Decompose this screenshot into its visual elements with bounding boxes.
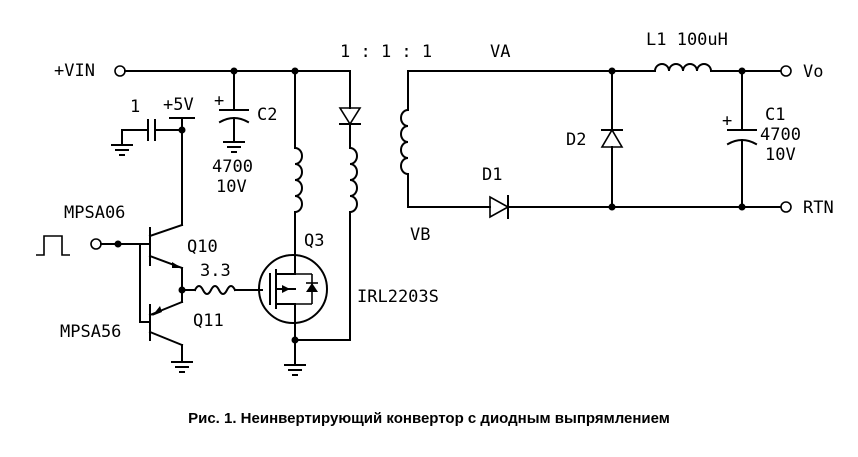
d2-diode	[600, 67, 624, 208]
svg-text:+: +	[722, 111, 732, 131]
vin-label: +VIN	[54, 61, 95, 81]
q11-transistor	[148, 267, 193, 373]
mpsa06-label: MPSA06	[64, 203, 125, 223]
q10-transistor	[148, 223, 184, 270]
rtn-label: RTN	[803, 198, 834, 218]
figure-caption: Рис. 1. Неинвертирующий конвертор с диод…	[188, 410, 670, 427]
vo-label: Vo	[803, 62, 823, 82]
input-pulse	[36, 235, 151, 323]
resistor-value-label: 3.3	[200, 261, 231, 281]
input-coupling	[111, 117, 195, 226]
gate-resistor	[181, 285, 263, 295]
transformer-ratio-label: 1 : 1 : 1	[340, 42, 432, 62]
q11-label: Q11	[193, 311, 224, 331]
vin-rail	[114, 65, 351, 77]
plus5v-label: +5V	[163, 95, 194, 115]
c1-value-voltage: 10V	[765, 145, 796, 165]
q3-label: Q3	[304, 231, 324, 251]
q3-mosfet	[258, 254, 328, 376]
d1-label: D1	[482, 165, 502, 185]
q10-label: Q10	[187, 237, 218, 257]
c2-value-capacitance: 4700	[212, 157, 253, 177]
d2-label: D2	[566, 130, 586, 150]
cap-small-label: 1	[130, 97, 140, 117]
irl2203s-label: IRL2203S	[357, 287, 439, 307]
c1-value-capacitance: 4700	[760, 125, 801, 145]
svg-text:+: +	[214, 91, 224, 111]
c2-label: C2	[257, 105, 277, 125]
d1-diode	[489, 195, 781, 219]
c1-label: C1	[765, 105, 785, 125]
va-label: VA	[490, 42, 510, 62]
c2-value-voltage: 10V	[216, 177, 247, 197]
c2-capacitor: +	[214, 70, 250, 153]
transformer-primary	[293, 70, 362, 341]
l1-inductor	[653, 63, 792, 213]
mpsa56-label: MPSA56	[60, 322, 121, 342]
c1-capacitor: +	[722, 70, 758, 208]
vb-label: VB	[410, 225, 430, 245]
l1-label: L1 100uH	[646, 30, 728, 50]
